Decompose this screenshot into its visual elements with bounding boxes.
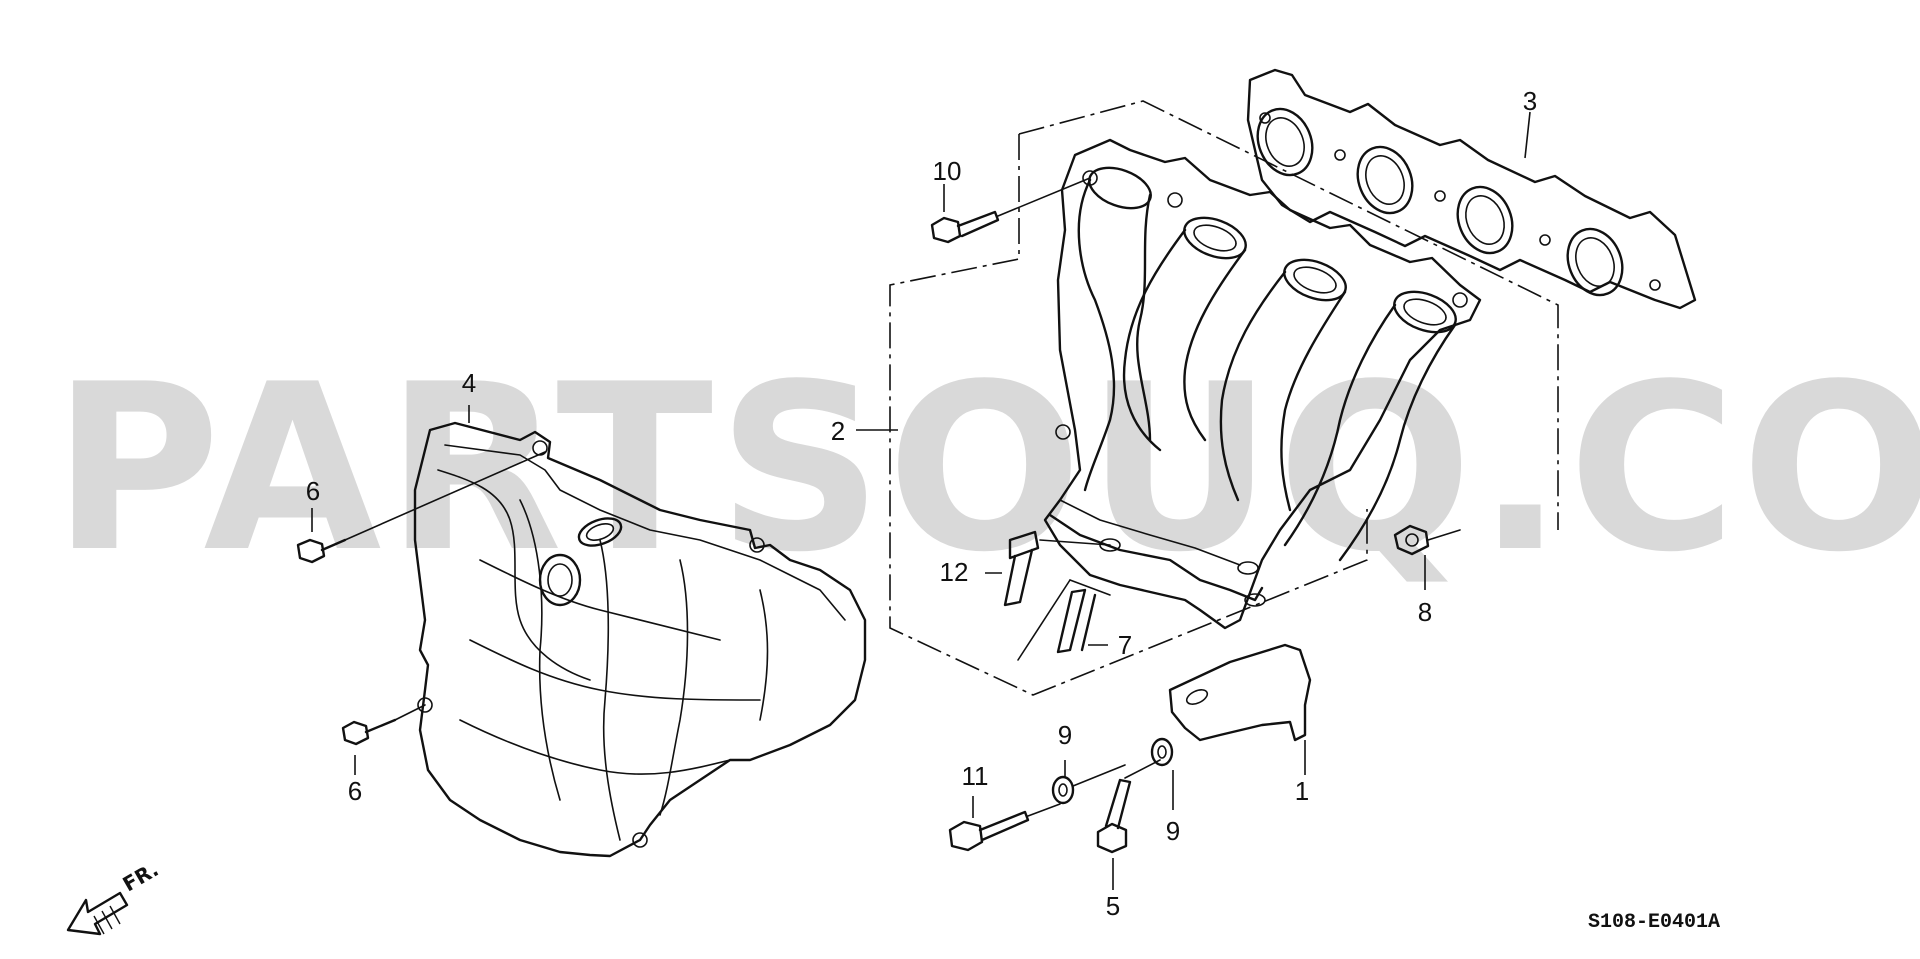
callout-labels: 1 2 3 4 5 6 6 7 8 9 9 10 11 12 <box>306 86 1537 921</box>
washer-9-left <box>1051 764 1126 805</box>
callout-10: 10 <box>933 156 962 186</box>
callout-6-lower: 6 <box>348 776 362 806</box>
bolt-5 <box>1096 759 1161 854</box>
front-arrow-icon <box>66 891 129 936</box>
manifold-bracket <box>1168 643 1312 742</box>
bolt-11 <box>948 803 1061 852</box>
callout-2: 2 <box>831 416 845 446</box>
callout-11: 11 <box>962 761 989 791</box>
callout-12: 12 <box>940 557 969 587</box>
assembly-outline <box>889 100 1559 696</box>
diagram-code: S108-E0401A <box>1588 911 1720 934</box>
callout-8: 8 <box>1418 597 1432 627</box>
callout-4: 4 <box>462 368 476 398</box>
stud-7 <box>1017 579 1111 661</box>
callout-3: 3 <box>1523 86 1537 116</box>
watermark: PARTSOUQ.COM <box>52 336 1920 603</box>
exhaust-manifold <box>1043 138 1482 630</box>
stud-12 <box>1003 530 1111 607</box>
callout-9-right: 9 <box>1166 816 1180 846</box>
heat-shield <box>413 421 867 858</box>
callout-9-left: 9 <box>1058 720 1072 750</box>
nut-8 <box>1393 524 1461 556</box>
callout-7: 7 <box>1118 630 1132 660</box>
callout-6-upper: 6 <box>306 476 320 506</box>
manifold-gasket <box>1246 68 1697 310</box>
bolt-6-upper <box>296 451 546 564</box>
front-direction-indicator: FR. <box>66 857 163 936</box>
bolt-6-lower <box>341 704 426 746</box>
bolt-10 <box>930 177 1091 244</box>
leader-lines <box>311 111 1531 890</box>
callout-1: 1 <box>1295 776 1309 806</box>
washer-9-right <box>1150 737 1174 767</box>
direction-label: FR. <box>119 857 163 896</box>
callout-5: 5 <box>1106 891 1120 921</box>
